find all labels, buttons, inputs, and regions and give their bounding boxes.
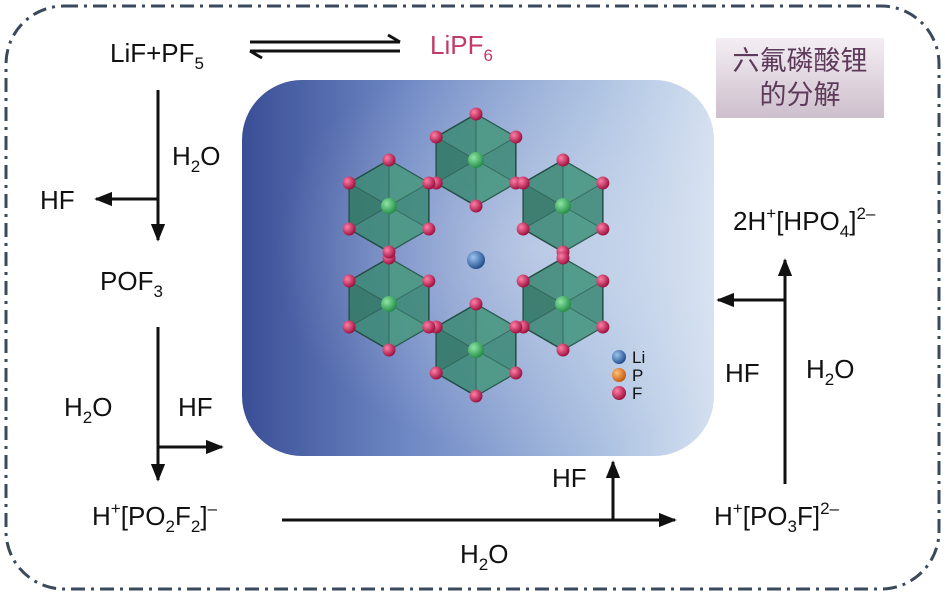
crystal-panel — [242, 80, 714, 456]
fluorine-atom — [342, 274, 356, 288]
fluorine-atom — [342, 320, 356, 334]
fluorine-atom — [469, 297, 483, 311]
pf6-octahedron — [429, 297, 523, 403]
fluorine-atom — [469, 107, 483, 121]
reagent-hf-step2: HF — [178, 392, 213, 422]
phosphorus-atom — [381, 296, 397, 312]
reagent-h2o-step1: H2O — [172, 141, 220, 176]
reagent-h2o-step4: H2O — [806, 354, 854, 389]
fluorine-atom — [382, 343, 396, 357]
fluorine-atom — [596, 320, 610, 334]
fluorine-atom — [422, 176, 436, 190]
reagent-h2o-step3: H2O — [460, 539, 508, 574]
step-4-arrows — [716, 258, 793, 484]
fluorine-atom — [422, 274, 436, 288]
atom-legend: Li P F — [612, 348, 645, 403]
equilibrium-arrows — [249, 33, 401, 60]
fluorine-atom — [429, 366, 443, 380]
pf6-octahedron — [342, 251, 436, 357]
phosphorus-atom — [555, 296, 571, 312]
fluorine-atom — [429, 130, 443, 144]
fluorine-atom — [469, 199, 483, 213]
species-lif-pf5: LiF+PF5 — [110, 38, 204, 73]
fluorine-atom — [469, 389, 483, 403]
species-h2-hpo4: 2H+[HPO4]2– — [733, 204, 876, 241]
title-line-2: 的分解 — [760, 80, 841, 111]
legend-f-label: F — [632, 384, 642, 403]
reagent-hf-step4: HF — [725, 358, 760, 388]
pf6-octahedron — [516, 251, 610, 357]
step-3-arrows — [282, 460, 677, 528]
reagent-hf-step3: HF — [552, 463, 587, 493]
species-h-po3f: H+[PO3F]2– — [714, 499, 840, 536]
fluorine-atom — [509, 366, 523, 380]
fluorine-atom — [516, 176, 530, 190]
fluorine-atom — [509, 130, 523, 144]
fluorine-atom — [556, 251, 570, 265]
title-box: 六氟磷酸锂 的分解 — [716, 38, 884, 118]
species-pof3: POF3 — [100, 266, 163, 301]
phosphorus-atom — [555, 198, 571, 214]
fluorine-atom — [516, 274, 530, 288]
phosphorus-atom — [381, 198, 397, 214]
species-h-po2f2: H+[PO2F2]– — [92, 499, 218, 536]
title-line-1: 六氟磷酸锂 — [733, 46, 868, 77]
legend-li-swatch — [612, 350, 626, 364]
fluorine-atom — [596, 274, 610, 288]
fluorine-atom — [342, 222, 356, 236]
octahedra-ring — [342, 107, 610, 403]
legend-p-label: P — [632, 366, 643, 385]
legend-f-swatch — [612, 386, 626, 400]
fluorine-atom — [382, 245, 396, 259]
phosphorus-atom — [468, 342, 484, 358]
fluorine-atom — [556, 153, 570, 167]
pf6-octahedron — [342, 153, 436, 259]
species-lipf6: LiPF6 — [430, 30, 493, 65]
lithium-atom — [467, 251, 485, 269]
fluorine-atom — [422, 320, 436, 334]
reagent-hf-step1: HF — [40, 185, 75, 215]
fluorine-atom — [382, 153, 396, 167]
pf6-octahedron — [429, 107, 523, 213]
fluorine-atom — [342, 176, 356, 190]
fluorine-atom — [422, 222, 436, 236]
phosphorus-atom — [468, 152, 484, 168]
fluorine-atom — [509, 320, 523, 334]
step-1-arrows — [94, 90, 166, 242]
fluorine-atom — [596, 176, 610, 190]
legend-p-swatch — [612, 368, 626, 382]
legend-li-label: Li — [632, 348, 645, 367]
fluorine-atom — [556, 343, 570, 357]
reagent-h2o-step2: H2O — [64, 392, 112, 427]
fluorine-atom — [596, 222, 610, 236]
fluorine-atom — [516, 222, 530, 236]
step-2-arrows — [150, 327, 224, 482]
outer-border — [4, 4, 941, 591]
